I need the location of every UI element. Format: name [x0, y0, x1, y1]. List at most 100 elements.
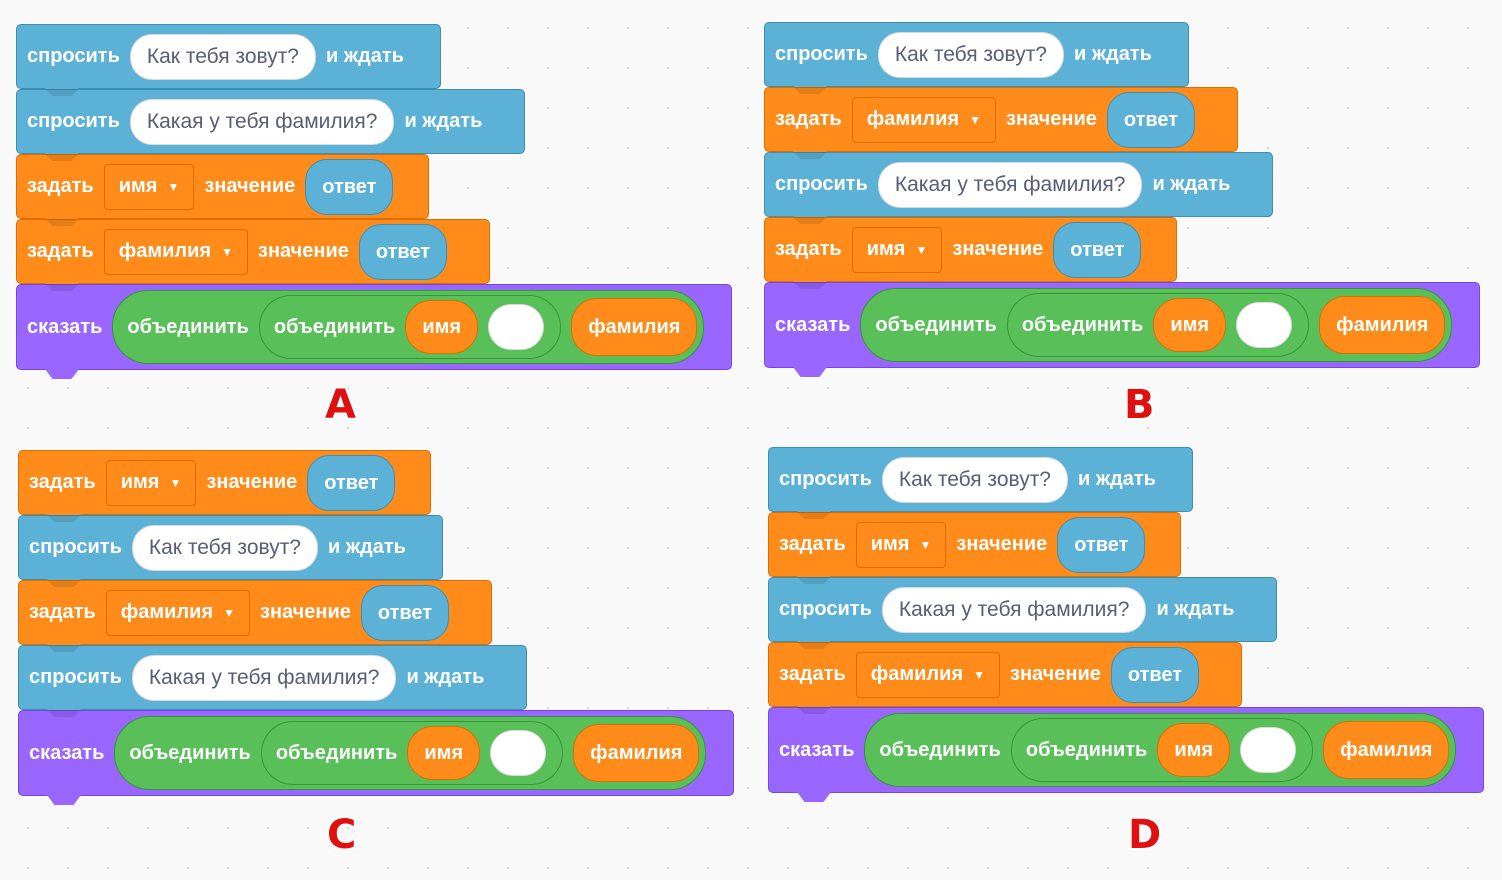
ask-label: спросить: [29, 666, 122, 688]
ask-block[interactable]: спросить Какая у тебя фамилия? и ждать: [768, 577, 1277, 649]
option-label-b: B: [1124, 382, 1155, 428]
join-outer[interactable]: объединить объединить имя фамилия: [114, 716, 707, 790]
ask-label: спросить: [779, 598, 872, 620]
ask-block[interactable]: спросить Как тебя зовут? и ждать: [18, 515, 443, 587]
answer-reporter[interactable]: ответ: [1053, 221, 1142, 278]
set-block[interactable]: задать имя▼ значение ответ: [764, 217, 1177, 289]
ask-block[interactable]: спросить Как тебя зовут? и ждать: [764, 22, 1189, 94]
say-block[interactable]: сказать объединить объединить имя фамили…: [16, 284, 732, 379]
to-label: значение: [1010, 663, 1101, 685]
join-inner[interactable]: объединить имя: [1010, 718, 1314, 782]
say-block[interactable]: сказать объединить объединить имя фамили…: [768, 707, 1484, 802]
variable-name: фамилия: [118, 240, 212, 262]
join-label: объединить: [875, 313, 997, 336]
ask-block[interactable]: спросить Какая у тебя фамилия? и ждать: [764, 152, 1273, 224]
variable-reporter[interactable]: имя: [407, 726, 481, 780]
join-outer[interactable]: объединить объединить имя фамилия: [860, 288, 1453, 362]
script-b: спросить Как тебя зовут? и ждать задать …: [764, 22, 1480, 377]
variable-name: имя: [118, 175, 158, 197]
question-input[interactable]: Какая у тебя фамилия?: [881, 586, 1147, 633]
join-label: объединить: [273, 315, 396, 338]
space-input[interactable]: [1240, 727, 1297, 773]
variable-dropdown[interactable]: фамилия▼: [103, 228, 248, 275]
ask-block[interactable]: спросить Как тебя зовут? и ждать: [16, 24, 441, 96]
to-label: значение: [258, 240, 349, 262]
answer-reporter[interactable]: ответ: [1110, 646, 1200, 703]
say-block[interactable]: сказать объединить объединить имя фамили…: [764, 282, 1480, 377]
join-label: объединить: [127, 315, 249, 338]
join-label: объединить: [129, 741, 251, 764]
variable-reporter[interactable]: имя: [405, 300, 479, 354]
question-input[interactable]: Какая у тебя фамилия?: [129, 98, 395, 145]
answer-reporter[interactable]: ответ: [305, 158, 394, 215]
caret-down-icon: ▼: [969, 112, 981, 127]
variable-name: имя: [866, 238, 906, 260]
join-outer[interactable]: объединить объединить имя фамилия: [112, 290, 705, 364]
ask-label: спросить: [775, 43, 868, 65]
and-wait-label: и ждать: [1156, 598, 1235, 620]
say-block[interactable]: сказать объединить объединить имя фамили…: [18, 710, 734, 805]
set-label: задать: [775, 238, 842, 260]
variable-reporter[interactable]: фамилия: [571, 298, 698, 356]
space-input[interactable]: [490, 730, 547, 776]
set-label: задать: [27, 175, 94, 197]
answer-reporter[interactable]: ответ: [1106, 91, 1196, 148]
ask-label: спросить: [27, 110, 120, 132]
variable-reporter[interactable]: фамилия: [573, 724, 700, 782]
say-label: сказать: [29, 741, 105, 764]
set-block[interactable]: задать фамилия▼ значение ответ: [18, 580, 492, 652]
variable-reporter[interactable]: имя: [1157, 723, 1231, 777]
question-input[interactable]: Какая у тебя фамилия?: [131, 654, 397, 701]
space-input[interactable]: [488, 304, 545, 350]
join-inner[interactable]: объединить имя: [260, 721, 564, 785]
say-label: сказать: [27, 315, 103, 338]
script-c: задать имя▼ значение ответ спросить Как …: [18, 450, 734, 805]
join-outer[interactable]: объединить объединить имя фамилия: [864, 713, 1457, 787]
space-input[interactable]: [1236, 302, 1293, 348]
say-label: сказать: [779, 738, 855, 761]
question-input[interactable]: Как тебя зовут?: [877, 31, 1064, 78]
answer-reporter[interactable]: ответ: [1057, 516, 1146, 573]
to-label: значение: [1006, 108, 1097, 130]
variable-dropdown[interactable]: фамилия▼: [105, 589, 250, 636]
set-block[interactable]: задать имя▼ значение ответ: [768, 512, 1181, 584]
question-input[interactable]: Как тебя зовут?: [131, 524, 318, 571]
variable-dropdown[interactable]: имя▼: [851, 226, 943, 273]
ask-block[interactable]: спросить Какая у тебя фамилия? и ждать: [16, 89, 525, 161]
variable-reporter[interactable]: имя: [1153, 298, 1227, 352]
set-label: задать: [29, 471, 96, 493]
question-input[interactable]: Как тебя зовут?: [881, 456, 1068, 503]
set-block[interactable]: задать фамилия▼ значение ответ: [768, 642, 1242, 714]
variable-dropdown[interactable]: имя▼: [855, 521, 947, 568]
set-block[interactable]: задать фамилия▼ значение ответ: [764, 87, 1238, 159]
variable-dropdown[interactable]: имя▼: [105, 459, 197, 506]
answer-reporter[interactable]: ответ: [360, 584, 450, 641]
script-a: спросить Как тебя зовут? и ждать спросит…: [16, 24, 732, 379]
join-inner[interactable]: объединить имя: [258, 295, 562, 359]
to-label: значение: [204, 175, 296, 197]
ask-block[interactable]: спросить Какая у тебя фамилия? и ждать: [18, 645, 527, 717]
join-inner[interactable]: объединить имя: [1006, 293, 1310, 357]
and-wait-label: и ждать: [326, 45, 404, 67]
set-label: задать: [779, 663, 846, 685]
variable-reporter[interactable]: фамилия: [1319, 296, 1446, 354]
set-block[interactable]: задать имя▼ значение ответ: [16, 154, 429, 226]
to-label: значение: [952, 238, 1044, 260]
join-label: объединить: [1021, 313, 1144, 336]
set-label: задать: [29, 601, 96, 623]
caret-down-icon: ▼: [223, 605, 235, 620]
ask-block[interactable]: спросить Как тебя зовут? и ждать: [768, 447, 1193, 519]
set-block[interactable]: задать фамилия▼ значение ответ: [16, 219, 490, 291]
variable-reporter[interactable]: фамилия: [1323, 721, 1450, 779]
caret-down-icon: ▼: [169, 475, 182, 490]
answer-reporter[interactable]: ответ: [307, 454, 396, 511]
question-input[interactable]: Как тебя зовут?: [129, 33, 316, 80]
join-label: объединить: [879, 738, 1001, 761]
variable-dropdown[interactable]: фамилия▼: [855, 651, 1000, 698]
variable-dropdown[interactable]: имя▼: [103, 163, 195, 210]
answer-reporter[interactable]: ответ: [358, 223, 448, 280]
question-input[interactable]: Какая у тебя фамилия?: [877, 161, 1143, 208]
join-label: объединить: [275, 741, 398, 764]
variable-dropdown[interactable]: фамилия▼: [851, 96, 996, 143]
set-block[interactable]: задать имя▼ значение ответ: [18, 450, 431, 522]
